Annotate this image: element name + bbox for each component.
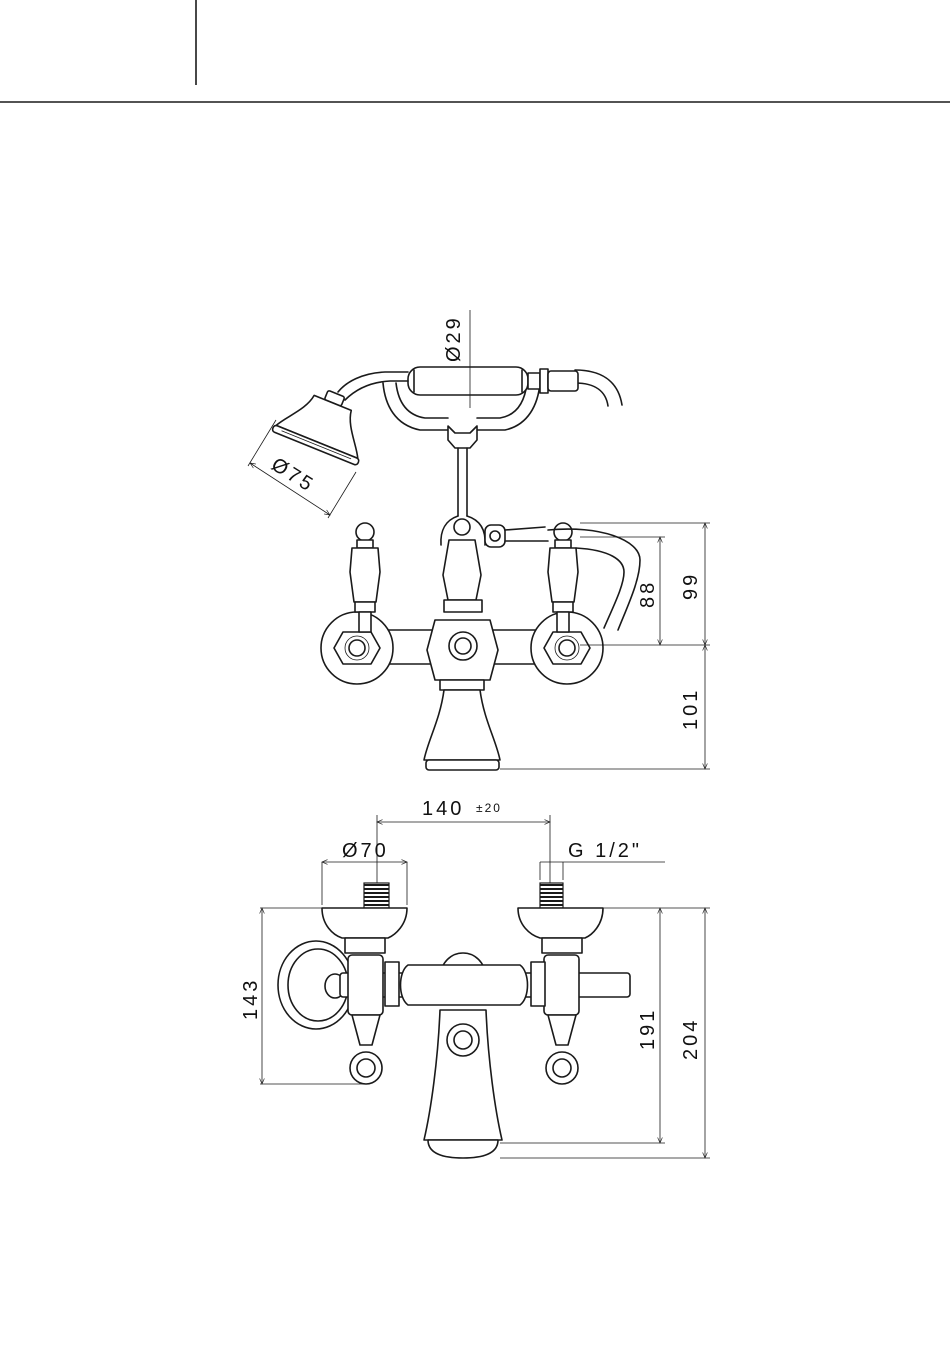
handset-cradle <box>383 383 540 516</box>
dim-191: 191 <box>637 1008 659 1050</box>
left-flange <box>321 612 393 684</box>
left-thread-inlet <box>364 883 389 908</box>
center-lever-handle <box>454 519 470 535</box>
dim-center-distance: 140 <box>422 798 464 820</box>
threaded-inlets <box>364 883 563 908</box>
dim-204: 204 <box>680 1018 702 1060</box>
right-thread-inlet <box>540 883 563 908</box>
dim-143: 143 <box>240 978 262 1020</box>
flanges-top <box>322 908 603 953</box>
dim-101: 101 <box>680 688 702 730</box>
spout-top <box>424 1010 502 1158</box>
dim-flange-diameter: Ø70 <box>342 840 389 862</box>
dim-88: 88 <box>637 580 659 608</box>
top-view: 140 ±20 Ø70 G 1/2" <box>240 798 710 1158</box>
main-bar <box>340 953 630 1015</box>
handset <box>338 367 578 400</box>
shower-head <box>272 376 379 465</box>
dim-99: 99 <box>680 572 702 600</box>
pillar-base <box>424 680 500 770</box>
side-view: Ø29 Ø75 88 99 101 <box>248 310 710 770</box>
dim-thread: G 1/2" <box>568 840 642 862</box>
dim-center-tolerance: ±20 <box>476 801 502 815</box>
dim-handset-diameter: Ø29 <box>443 315 465 362</box>
shower-hose <box>575 370 622 406</box>
header-frame <box>0 0 950 102</box>
